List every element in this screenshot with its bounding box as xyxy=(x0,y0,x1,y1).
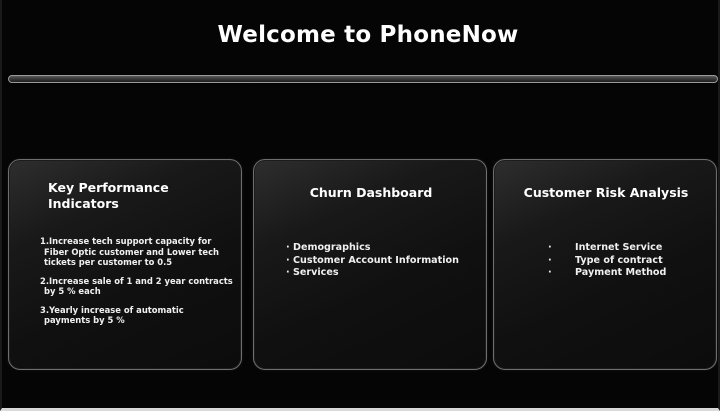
kpi-item-1-line-2: Fiber Optic customer and Lower tech xyxy=(44,246,219,257)
kpi-item-3: 3.Yearly increase of automatic payments … xyxy=(40,305,230,326)
risk-item-label: Internet Service xyxy=(575,242,663,253)
kpi-title-line-1: Key Performance xyxy=(48,180,169,195)
kpi-card[interactable]: Key Performance Indicators 1.Increase te… xyxy=(8,159,242,370)
risk-item-label: Type of contract xyxy=(575,254,663,266)
kpi-item-2-line-1: 2.Increase sale of 1 and 2 year contract… xyxy=(40,275,233,286)
risk-list: · Internet Service · Type of contract · … xyxy=(548,242,666,280)
churn-item-account-info[interactable]: · Customer Account Information xyxy=(286,254,459,266)
header-divider xyxy=(8,75,718,83)
risk-item-internet-service[interactable]: · Internet Service xyxy=(548,242,666,255)
kpi-card-title: Key Performance Indicators xyxy=(48,180,218,212)
churn-dashboard-card[interactable]: Churn Dashboard · Demographics · Custome… xyxy=(253,159,487,370)
kpi-item-1-line-3: tickets per customer to 0.5 xyxy=(44,257,173,267)
kpi-title-line-2: Indicators xyxy=(48,196,119,211)
risk-item-contract-type[interactable]: · Type of contract xyxy=(548,255,666,268)
kpi-item-2: 2.Increase sale of 1 and 2 year contract… xyxy=(40,275,233,297)
kpi-list: 1.Increase tech support capacity for Fib… xyxy=(40,236,233,334)
risk-analysis-card[interactable]: Customer Risk Analysis · Internet Servic… xyxy=(493,159,717,370)
bullet-icon: · xyxy=(548,242,552,253)
bullet-icon: · xyxy=(548,267,552,279)
churn-card-title: Churn Dashboard xyxy=(309,185,433,200)
kpi-item-1: 1.Increase tech support capacity for Fib… xyxy=(40,236,230,268)
churn-item-services[interactable]: · Services xyxy=(286,267,339,279)
risk-card-title: Customer Risk Analysis xyxy=(523,185,689,200)
page-title: Welcome to PhoneNow xyxy=(217,22,519,48)
churn-item-demographics[interactable]: · Demographics xyxy=(286,242,371,253)
kpi-item-3-line-2: payments by 5 % xyxy=(44,315,125,325)
kpi-item-2-line-2: by 5 % each xyxy=(44,286,101,296)
risk-item-payment-method[interactable]: · Payment Method xyxy=(548,267,666,280)
bullet-icon: · xyxy=(548,254,552,266)
kpi-item-1-line-1: 1.Increase tech support capacity for xyxy=(40,236,212,246)
risk-item-label: Payment Method xyxy=(575,267,667,279)
churn-list: · Demographics · Customer Account Inform… xyxy=(286,242,459,280)
kpi-item-3-line-1: 3.Yearly increase of automatic xyxy=(40,304,184,315)
